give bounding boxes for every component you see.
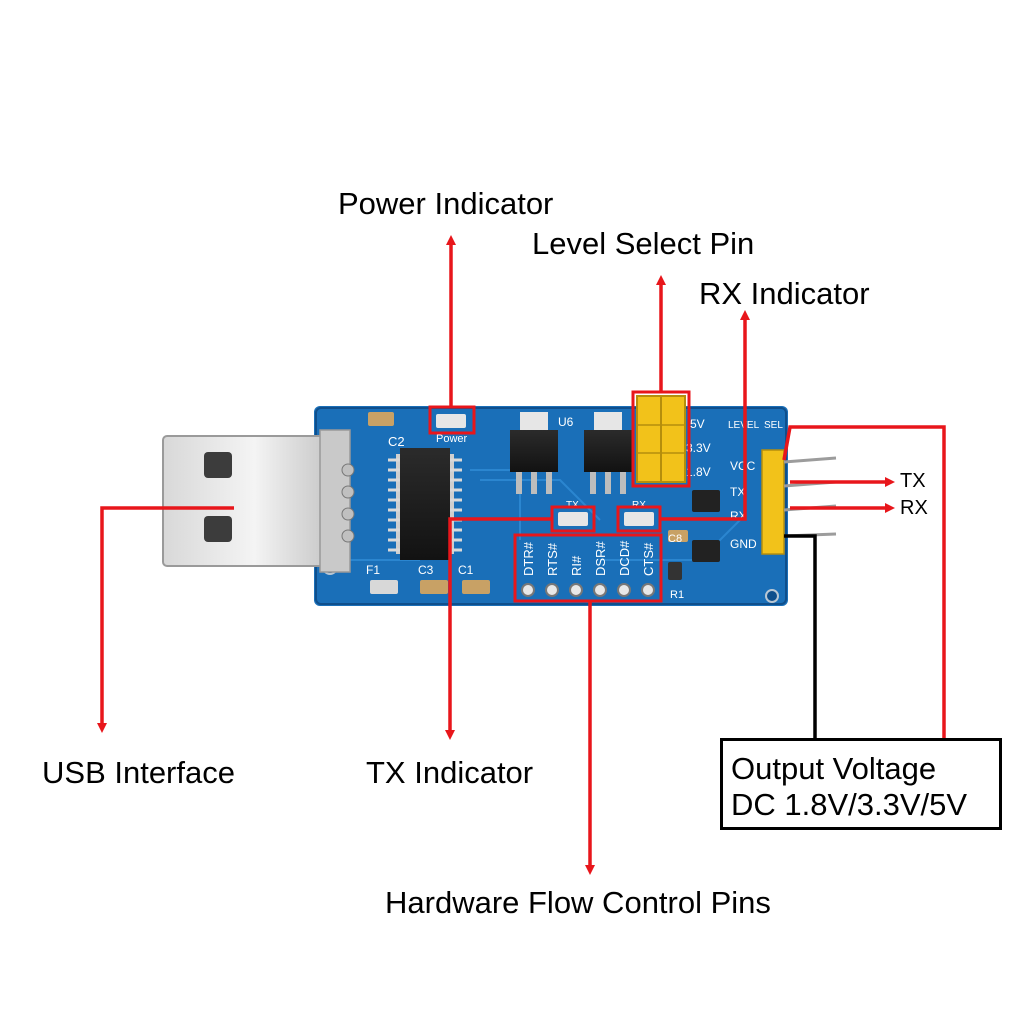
usb-uart-chip bbox=[388, 448, 462, 560]
level-select-pin-label: Level Select Pin bbox=[532, 226, 755, 261]
silk-c1: C1 bbox=[458, 563, 474, 577]
silk-flow-dsr: DSR# bbox=[593, 541, 608, 576]
voltage-regulators bbox=[510, 412, 632, 494]
flow-control-highlight bbox=[513, 533, 663, 603]
silk-flow-rts: RTS# bbox=[545, 542, 560, 576]
usb-interface-arrow bbox=[97, 506, 234, 733]
output-voltage-title: Output Voltage bbox=[731, 751, 937, 786]
silk-18v: 1.8V bbox=[686, 465, 711, 479]
silk-u6: U6 bbox=[558, 415, 574, 429]
level-select-jumper bbox=[636, 395, 686, 483]
rx-indicator-label: RX Indicator bbox=[699, 276, 870, 311]
rx-indicator-arrow bbox=[660, 310, 750, 521]
silk-5v: 5V bbox=[690, 417, 705, 431]
vcc-pin-line bbox=[782, 425, 946, 738]
silk-flow-ri: RI# bbox=[569, 555, 584, 576]
rx-pin-label: RX bbox=[900, 497, 928, 519]
output-pin-header bbox=[761, 449, 837, 555]
smd-components bbox=[368, 412, 720, 594]
usb-interface-label: USB Interface bbox=[42, 755, 235, 790]
power-indicator-label: Power Indicator bbox=[338, 186, 554, 221]
board-silkscreen: C2 Power U6 5V 3.3V 1.8V LEVEL SEL VCC T… bbox=[366, 415, 783, 601]
silk-sel: SEL bbox=[764, 420, 783, 431]
silk-vcc: VCC bbox=[730, 459, 756, 473]
silk-flow-dcd: DCD# bbox=[617, 540, 632, 576]
silk-c2: C2 bbox=[388, 434, 405, 449]
flow-control-pads bbox=[521, 583, 655, 597]
tx-indicator-label: TX Indicator bbox=[366, 755, 534, 790]
silk-flow-dtr: DTR# bbox=[521, 541, 536, 576]
tx-indicator-arrow bbox=[445, 517, 552, 740]
silk-power: Power bbox=[436, 433, 468, 445]
usb-connector bbox=[162, 429, 355, 573]
silk-c8: C8 bbox=[668, 533, 682, 545]
tx-pin-label: TX bbox=[900, 470, 926, 492]
silk-33v: 3.3V bbox=[686, 441, 711, 455]
silk-gnd: GND bbox=[730, 537, 757, 551]
output-voltage-range: DC 1.8V/3.3V/5V bbox=[731, 787, 968, 822]
silk-f1: F1 bbox=[366, 563, 380, 577]
silk-tx-pin: TX bbox=[730, 485, 745, 499]
output-voltage-box: Output Voltage DC 1.8V/3.3V/5V bbox=[720, 738, 1002, 830]
silk-r1: R1 bbox=[670, 589, 684, 601]
led-components bbox=[436, 414, 654, 526]
callout-arrows bbox=[97, 235, 946, 875]
silk-flow-cts: CTS# bbox=[641, 542, 656, 576]
hardware-flow-control-label: Hardware Flow Control Pins bbox=[385, 885, 771, 920]
silk-c3: C3 bbox=[418, 563, 434, 577]
gnd-line bbox=[784, 534, 817, 738]
